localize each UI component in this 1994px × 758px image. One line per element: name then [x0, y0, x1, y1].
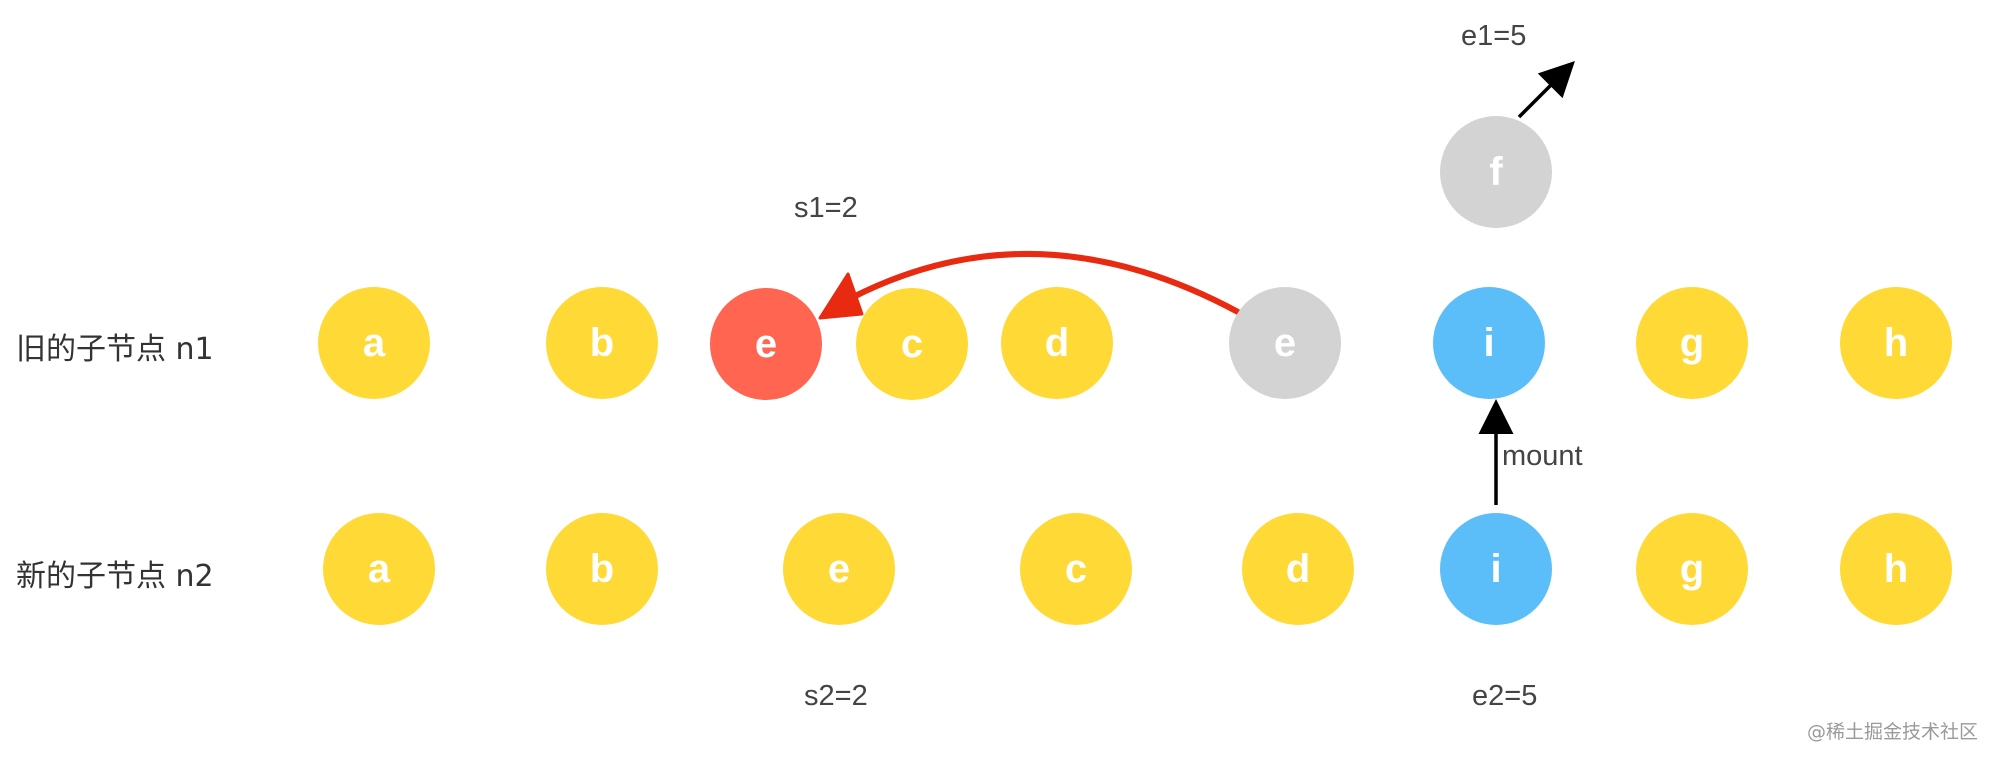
old-node-origin: e	[1229, 287, 1341, 399]
new-node-new: i	[1440, 513, 1552, 625]
pointer-e2: e2=5	[1472, 680, 1538, 712]
old-node: h	[1840, 287, 1952, 399]
node-letter: e	[1273, 321, 1297, 365]
new-node: h	[1840, 513, 1952, 625]
node-letter: g	[1679, 547, 1705, 591]
node-letter: h	[1883, 547, 1909, 591]
node-letter: i	[1483, 321, 1495, 365]
pointer-s1: s1=2	[794, 192, 858, 224]
node-letter: b	[589, 321, 615, 365]
move-arrowhead	[818, 272, 864, 320]
unmount-arrow	[1517, 61, 1575, 119]
old-node-mounted: i	[1433, 287, 1545, 399]
node-letter: d	[1044, 321, 1070, 365]
node-letter: e	[754, 322, 778, 366]
new-node: d	[1242, 513, 1354, 625]
old-node: b	[546, 287, 658, 399]
removed-node: f	[1440, 116, 1552, 228]
move-arrow	[837, 250, 1241, 315]
node-letter: c	[1064, 547, 1088, 591]
old-node: g	[1636, 287, 1748, 399]
pointer-e1: e1=5	[1461, 20, 1527, 52]
new-node: a	[323, 513, 435, 625]
watermark: @稀土掘金技术社区	[1806, 721, 1978, 743]
node-letter: g	[1679, 321, 1705, 365]
old-node-moved: e	[710, 288, 822, 400]
node-letter: c	[900, 322, 924, 366]
old-node: a	[318, 287, 430, 399]
node-letter: a	[367, 547, 391, 591]
mount-label: mount	[1502, 440, 1583, 472]
pointer-s2: s2=2	[804, 680, 868, 712]
new-node: g	[1636, 513, 1748, 625]
new-node: b	[546, 513, 658, 625]
old-node: c	[856, 288, 968, 400]
node-letter: b	[589, 547, 615, 591]
new-node: e	[783, 513, 895, 625]
node-letter: f	[1489, 150, 1503, 194]
new-node: c	[1020, 513, 1132, 625]
node-letter: a	[362, 321, 386, 365]
node-letter: d	[1285, 547, 1311, 591]
old-children-label: 旧的子节点 n1	[16, 332, 214, 367]
old-node: d	[1001, 287, 1113, 399]
node-letter: e	[827, 547, 851, 591]
node-letter: h	[1883, 321, 1909, 365]
node-letter: i	[1490, 547, 1502, 591]
new-children-label: 新的子节点 n2	[16, 559, 214, 594]
